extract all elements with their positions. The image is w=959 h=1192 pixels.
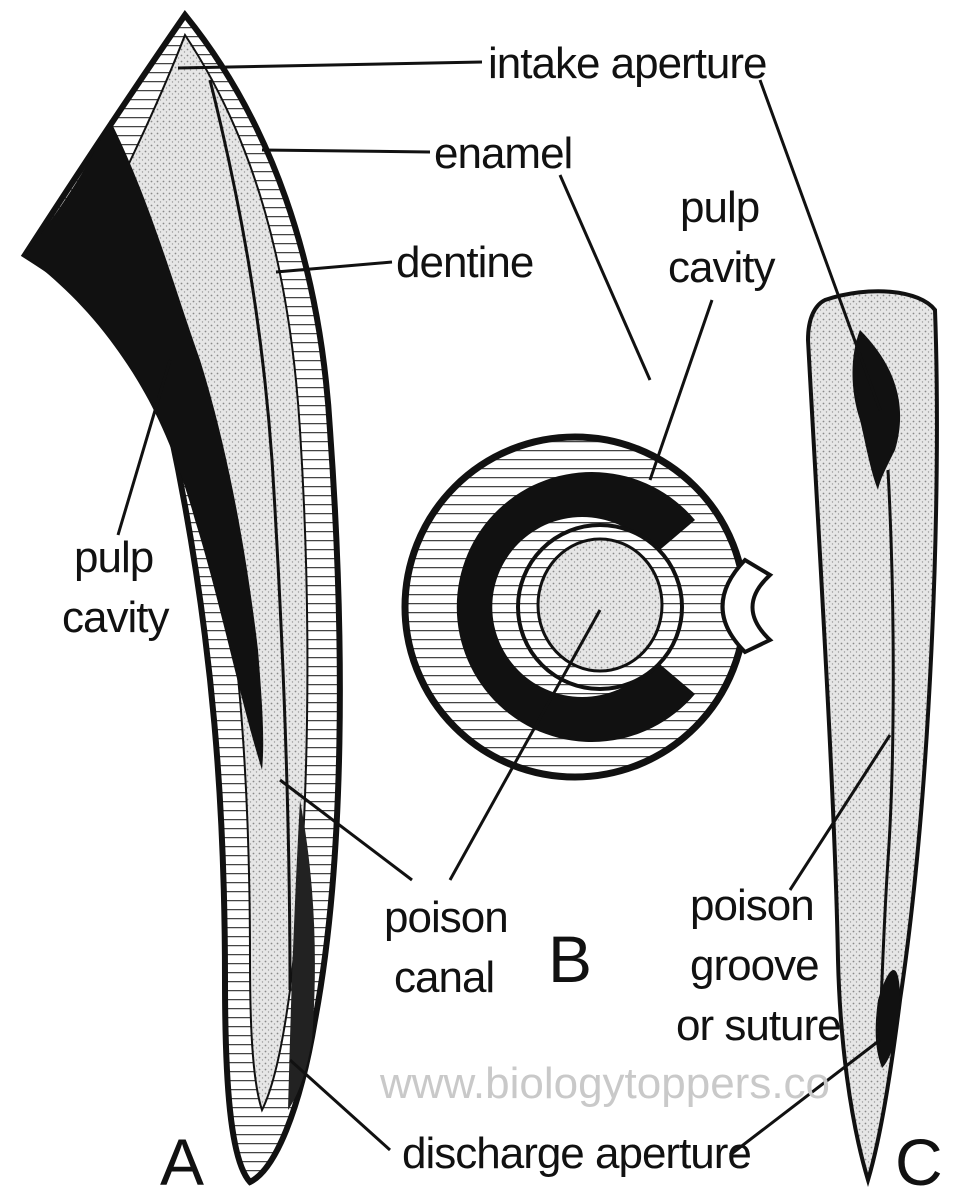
label-poison-canal-1: poison: [384, 893, 508, 942]
label-poison-groove-2: groove: [690, 941, 819, 990]
panel-label-a: A: [160, 1125, 204, 1192]
label-poison-groove-1: poison: [690, 881, 814, 930]
cross-section-b: [405, 437, 770, 777]
label-poison-canal-2: canal: [394, 953, 494, 1002]
label-discharge-aperture: discharge aperture: [402, 1129, 751, 1178]
label-enamel: enamel: [434, 129, 572, 178]
panel-label-b: B: [548, 922, 592, 996]
watermark: www.biologytoppers.co: [379, 1059, 830, 1108]
label-pulp-cavity-a-1: pulp: [74, 533, 153, 582]
label-pulp-cavity-a-2: cavity: [62, 593, 169, 642]
panel-label-c: C: [895, 1125, 943, 1192]
label-poison-groove-3: or suture: [676, 1001, 841, 1050]
label-pulp-cavity-b-1: pulp: [680, 183, 759, 232]
label-pulp-cavity-b-2: cavity: [668, 243, 775, 292]
label-intake-aperture: intake aperture: [488, 39, 767, 88]
b-poison-canal: [538, 539, 662, 671]
label-dentine: dentine: [396, 238, 533, 287]
